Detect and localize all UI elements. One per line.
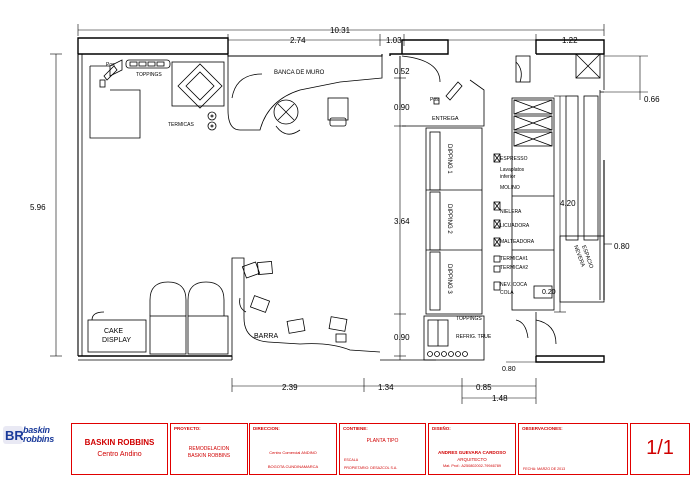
- dim-080-right: 0.80: [614, 242, 630, 251]
- lower-seating: [231, 257, 381, 360]
- dim-height-total: 5.96: [30, 203, 46, 212]
- label-malteadora: MALTEADORA: [500, 239, 535, 245]
- label-espresso: ESPRESSO: [500, 156, 528, 162]
- dim-020: 0.20: [542, 289, 556, 296]
- dim-total-width: 10.31: [330, 26, 351, 35]
- diseno-line-1: ANDRES GUEVARA CARDOSO: [438, 450, 506, 455]
- label-banca: BANCA DE MURO: [274, 70, 325, 76]
- cake-display: [87, 281, 229, 355]
- label-termica-2: TERMICA#2: [500, 265, 528, 271]
- title-block-proyecto: PROYECTO: REMODELACION BASKIN ROBBINS: [170, 423, 248, 475]
- title-block-sheet: 1/1: [630, 423, 690, 475]
- label-pos-right: Pos: [430, 97, 439, 103]
- escala-label: ESCALA: [344, 458, 359, 462]
- refrigerator: [423, 315, 485, 361]
- direccion-line-2: BOGOTA CUNDINAMARCA: [267, 464, 319, 469]
- dim-052: 0.52: [394, 67, 410, 76]
- diseno-header: DISEÑO:: [432, 426, 451, 431]
- dim-090-top: 0.90: [394, 103, 410, 112]
- label-nev-2: COLA: [500, 290, 514, 296]
- diseno-line-3: Mat. Prof.: A250802002-79946789: [442, 464, 502, 468]
- dim-085: 0.85: [476, 383, 492, 392]
- logo-line-1: baskin: [23, 425, 50, 435]
- dim-090-bottom: 0.90: [394, 333, 410, 342]
- dim-066: 0.66: [644, 95, 660, 104]
- label-nev-1: NEV. COCA: [500, 282, 528, 288]
- proyecto-header: PROYECTO:: [174, 426, 201, 431]
- label-dipping-2: DIPPING 2: [446, 204, 452, 234]
- label-refrig: REFRIG. TRUE: [456, 334, 492, 340]
- contiene-header: CONTIENE:: [343, 426, 368, 431]
- dim-134: 1.34: [378, 383, 394, 392]
- label-toppings-bottom: TOPPINGS: [456, 316, 482, 322]
- label-barra: BARRA: [254, 333, 278, 340]
- label-termica-1: TERMICA#1: [500, 256, 528, 262]
- upper-seating: [273, 97, 349, 135]
- brand-logo: BR baskin robbins: [3, 425, 69, 455]
- dim-420: 4.20: [560, 199, 576, 208]
- sheet-number: 1/1: [646, 437, 674, 459]
- title-block-observaciones: OBSERVACIONES: FECHA: MARZO DE 2013: [518, 423, 628, 475]
- dipping-cabinets: [425, 127, 483, 315]
- logo-line-2: robbins: [23, 434, 54, 444]
- title-block-diseno: DISEÑO: ANDRES GUEVARA CARDOSO ARQUITECT…: [428, 423, 516, 475]
- propietario-label: PROPIETARIO: DESAZCOL S.A.: [344, 466, 398, 470]
- direccion-line-1: Centro Comercial ANDINO: [269, 450, 317, 455]
- left-counter: [89, 54, 383, 139]
- entrega-area: [399, 55, 531, 127]
- label-licuadora: LICUADORA: [500, 223, 530, 229]
- observaciones-header: OBSERVACIONES:: [522, 426, 563, 431]
- label-nielera: NIELERA: [500, 209, 522, 215]
- label-dipping-3: DIPPING 3: [446, 264, 452, 294]
- label-termicas: TERMICAS: [168, 122, 195, 128]
- title-block-direccion: DIRECCION: Centro Comercial ANDINO BOGOT…: [249, 423, 337, 475]
- brand-sub: Centro Andino: [97, 451, 142, 458]
- label-entrega: ENTREGA: [432, 116, 459, 122]
- right-counter: [493, 53, 605, 356]
- brand-name: BASKIN ROBBINS: [84, 438, 155, 447]
- label-cake-2: DISPLAY: [102, 337, 131, 344]
- dim-080-bottom: 0.80: [502, 366, 516, 373]
- dim-274: 2.74: [290, 36, 306, 45]
- label-molino: MOLINO: [500, 185, 520, 191]
- dim-103: 1.03: [386, 36, 402, 45]
- direccion-header: DIRECCION:: [253, 426, 280, 431]
- proyecto-line-1: REMODELACION: [188, 446, 230, 452]
- br-logo-icon: BR: [3, 426, 23, 444]
- dim-364: 3.64: [394, 217, 410, 226]
- logo-mark: BR: [5, 428, 23, 443]
- contiene-line-1: PLANTA TIPO: [366, 438, 399, 444]
- door-swings: [515, 285, 553, 339]
- dim-122: 1.22: [562, 36, 578, 45]
- label-cake-1: CAKE: [104, 328, 123, 335]
- label-toppings-top: TOPPINGS: [136, 72, 162, 78]
- label-pos-left: Pos: [106, 62, 115, 68]
- title-block-contiene: CONTIENE: PLANTA TIPO ESCALA PROPIETARIO…: [339, 423, 426, 475]
- label-dipping-1: DIPPING 1: [446, 144, 452, 174]
- walls: [77, 37, 605, 363]
- dim-239: 2.39: [282, 383, 298, 392]
- proyecto-line-2: BASKIN ROBBINS: [187, 453, 231, 459]
- dim-148: 1.48: [492, 394, 508, 403]
- dimension-lines: [50, 24, 648, 404]
- fecha-label: FECHA: MARZO DE 2013: [523, 467, 566, 471]
- label-lavaplatos-1: Lavaplatos: [500, 167, 525, 173]
- diseno-line-2: ARQUITECTO: [457, 457, 487, 462]
- label-lavaplatos-2: inferior: [500, 174, 516, 180]
- title-block-brand: BASKIN ROBBINS Centro Andino: [71, 423, 168, 475]
